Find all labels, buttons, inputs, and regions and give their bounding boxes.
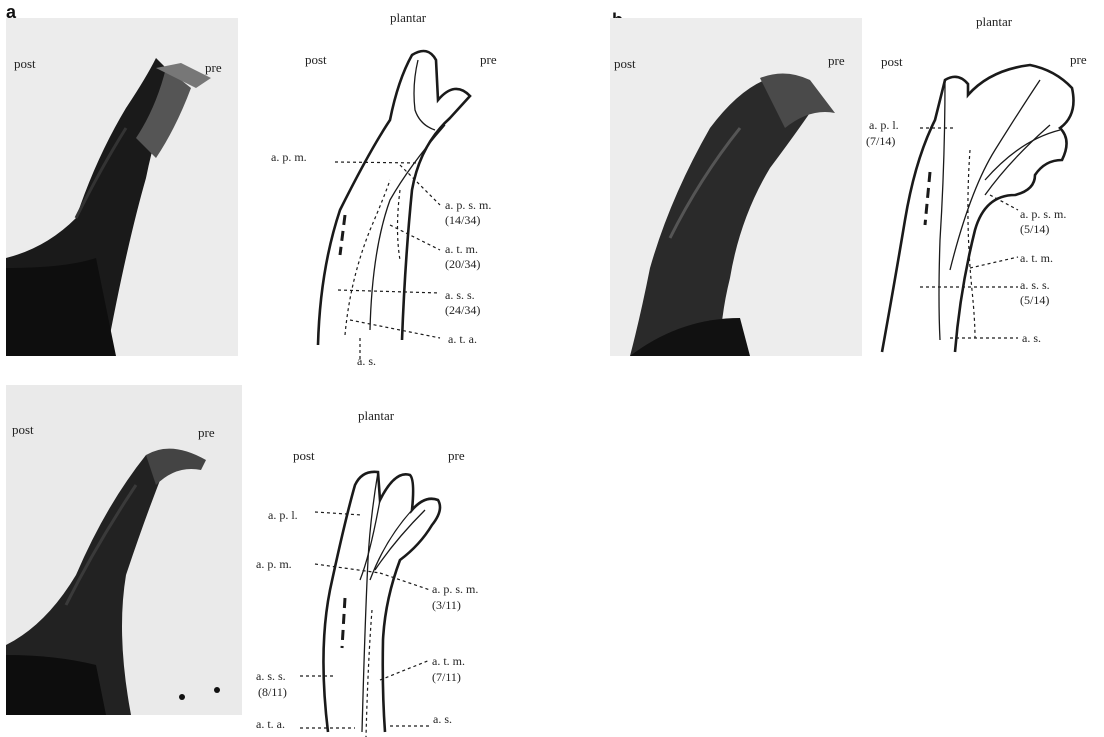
diagram-a-outline [318, 51, 470, 345]
diagram-b-outline [882, 65, 1074, 352]
diagram-c-thick-dash [342, 598, 345, 648]
diagram-a-inner [370, 60, 445, 330]
diagram-b-dashed [920, 128, 1018, 338]
diagram-a-thick-dash [340, 215, 345, 255]
diagram-b-thick-dash [925, 172, 930, 225]
diagram-a-dashed [335, 162, 440, 360]
diagram-c-outline [323, 472, 440, 732]
diagram-c-inner [360, 472, 425, 732]
diagram-b-inner [939, 80, 1060, 340]
